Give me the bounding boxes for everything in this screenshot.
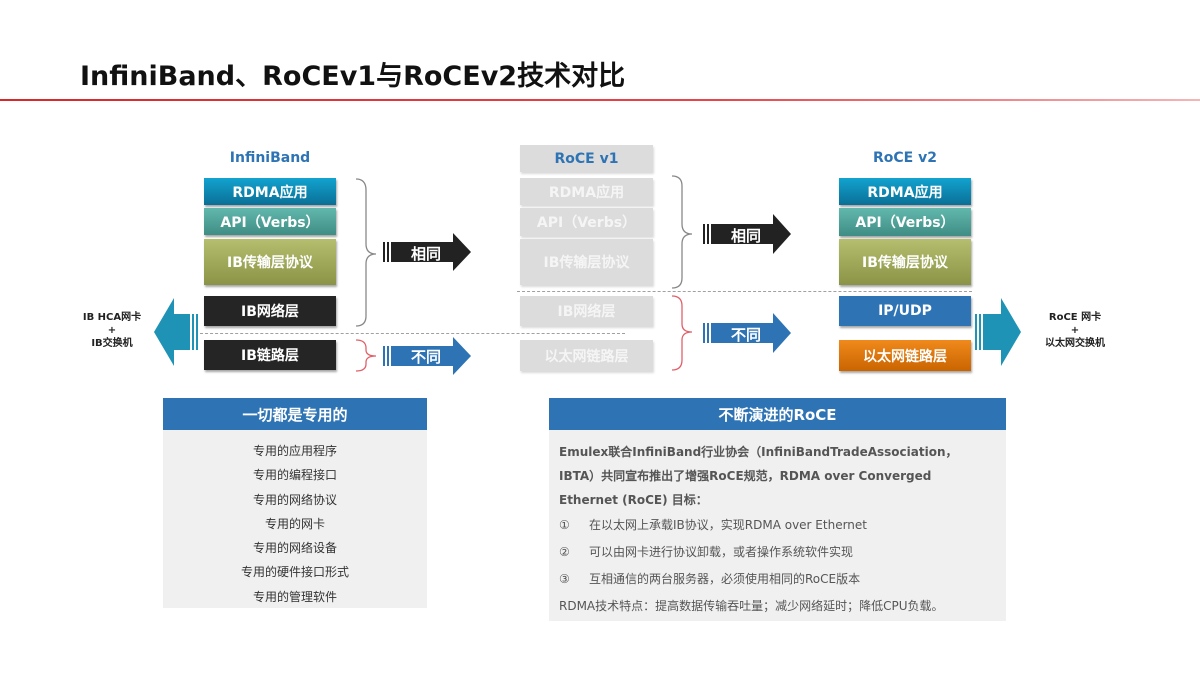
list-item: 专用的网络协议 [252, 492, 337, 507]
arrow-right-hardware-icon [975, 298, 1021, 366]
infiniband-heading: InfiniBand [229, 150, 311, 166]
v2-layer-rdma: RDMA应用 [839, 178, 971, 205]
list-item: 专用的硬件接口形式 [240, 565, 349, 580]
arrow-different-right-icon [383, 337, 471, 375]
arrow-different-right-icon [703, 313, 791, 353]
rdma-features: RDMA技术特点：提高数据传输吞吐量；减少网络延时；降低CPU负载。 [559, 599, 944, 613]
ib-hardware-label: IB HCA网卡 + IB交换机 [62, 311, 162, 350]
arrow-same-right-icon [703, 214, 791, 254]
arrow-same-label: 相同 [730, 227, 761, 245]
brace-v1-icon [671, 175, 693, 371]
left-panel-header: 一切都是专用的 [163, 398, 427, 430]
arrow-different-label: 不同 [410, 348, 441, 366]
brace-same-icon [355, 178, 377, 372]
intro-line: IBTA）共同宣布推出了增强RoCE规范，RDMA over Converged [559, 469, 932, 483]
list-item: 专用的管理软件 [252, 589, 337, 604]
rocev2-heading: RoCE v2 [873, 150, 937, 166]
page-title: InfiniBand、RoCEv1与RoCEv2技术对比 [80, 61, 626, 92]
v2-layer-ipudp: IP/UDP [839, 296, 971, 326]
goal-number: ② [559, 545, 570, 559]
plus-label: + [1070, 325, 1080, 336]
ib-switch-label: IB交换机 [91, 338, 133, 349]
goal-item: ③ 互相通信的两台服务器，必须使用相同的RoCE版本 [549, 566, 1006, 593]
goal-text: 在以太网上承载IB协议，实现RDMA over Ethernet [589, 518, 867, 532]
layer-divider [517, 291, 972, 292]
left-panel-body: 专用的应用程序 专用的编程接口 专用的网络协议 专用的网卡 专用的网络设备 专用… [163, 430, 427, 608]
arrow-different-label: 不同 [730, 326, 761, 344]
goal-number: ① [559, 518, 570, 532]
v1-layer-rdma: RDMA应用 [520, 178, 653, 205]
layer-divider [200, 333, 625, 334]
v1-layer-network: IB网络层 [520, 296, 653, 326]
arrow-left-hardware-icon [154, 298, 198, 366]
v2-layer-transport: IB传输层协议 [839, 239, 971, 285]
ib-layer-rdma: RDMA应用 [204, 178, 336, 205]
intro-line: Ethernet (RoCE) 目标： [559, 493, 708, 507]
arrow-same-right-icon [383, 233, 471, 271]
rocev1-heading: RoCE v1 [520, 145, 653, 172]
title-underline [0, 99, 1200, 101]
list-item: 专用的编程接口 [252, 468, 337, 483]
goal-text: 可以由网卡进行协议卸载，或者操作系统软件实现 [589, 545, 854, 559]
ib-layer-api: API（Verbs） [204, 208, 336, 235]
v1-layer-api: API（Verbs） [520, 208, 653, 236]
ib-layer-link: IB链路层 [204, 340, 336, 370]
goal-number: ③ [559, 572, 570, 586]
ib-hca-label: IB HCA网卡 [82, 312, 142, 323]
goal-item: ② 可以由网卡进行协议卸载，或者操作系统软件实现 [549, 539, 1006, 566]
list-item: 专用的应用程序 [252, 444, 337, 458]
list-item: 专用的网卡 [264, 516, 325, 531]
ethernet-switch-label: 以太网交换机 [1045, 338, 1105, 349]
list-item: 专用的网络设备 [252, 541, 337, 556]
arrow-same-label: 相同 [410, 245, 441, 263]
intro-line: Emulex联合InfiniBand行业协会（InfiniBandTradeAs… [559, 445, 958, 459]
v2-layer-ethernet-link: 以太网链路层 [839, 340, 971, 371]
ib-layer-transport: IB传输层协议 [204, 239, 336, 285]
ib-layer-network: IB网络层 [204, 296, 336, 326]
right-panel-header: 不断演进的RoCE [549, 398, 1006, 430]
v1-layer-transport: IB传输层协议 [520, 239, 653, 285]
goal-text: 互相通信的两台服务器，必须使用相同的RoCE版本 [589, 572, 861, 586]
roce-hardware-label: RoCE 网卡 + 以太网交换机 [1025, 311, 1125, 350]
plus-label: + [107, 325, 117, 336]
v2-layer-api: API（Verbs） [839, 208, 971, 236]
roce-nic-label: RoCE 网卡 [1048, 312, 1102, 323]
right-panel-body: Emulex联合InfiniBand行业协会（InfiniBandTradeAs… [549, 430, 1006, 621]
goal-item: ① 在以太网上承载IB协议，实现RDMA over Ethernet [549, 512, 1006, 539]
v1-layer-link: 以太网链路层 [520, 340, 653, 371]
